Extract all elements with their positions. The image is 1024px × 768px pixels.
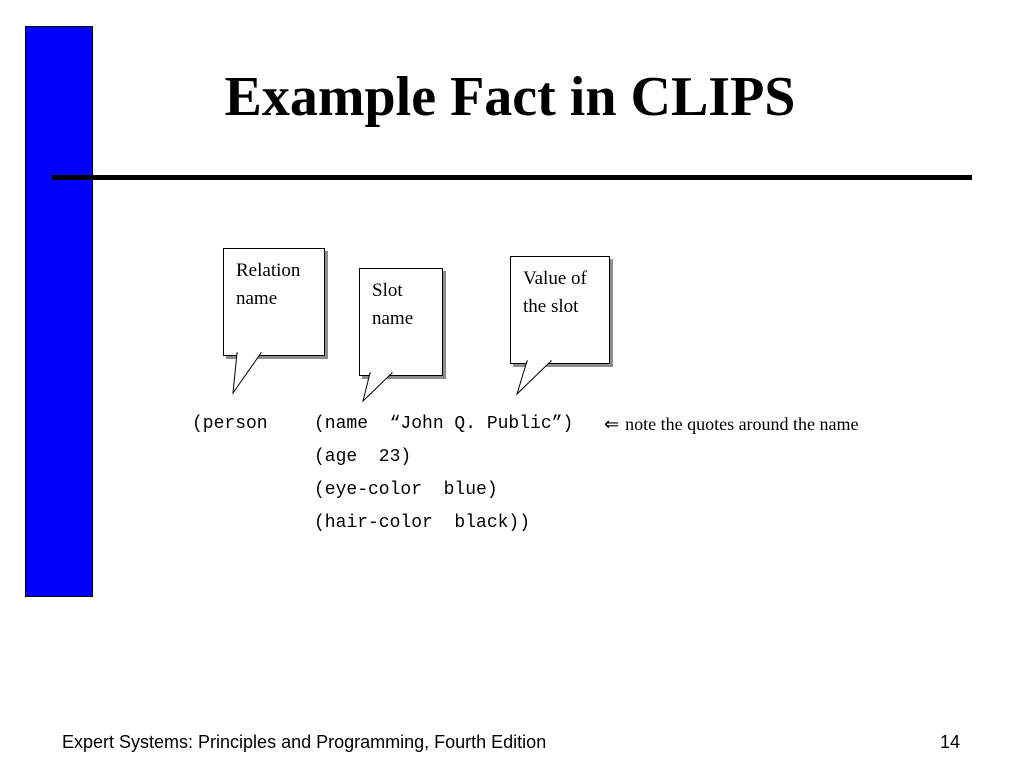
- footer-page-number: 14: [940, 732, 961, 752]
- callout-value-line1: Value of: [523, 268, 587, 289]
- callout-relation-name: Relation name: [223, 248, 325, 356]
- fact-slot-name: (name “John Q. Public”): [314, 414, 574, 434]
- callout-slot-tail: [362, 372, 394, 403]
- slide-title: Example Fact in CLIPS: [224, 66, 796, 128]
- fact-slot-hair-color: (hair-color black)): [314, 513, 531, 533]
- callout-value-tail: [515, 360, 553, 396]
- callout-relation-line2: name: [236, 288, 278, 309]
- left-arrow-icon: ⇐: [604, 414, 620, 434]
- callout-slot-name: Slot name: [359, 268, 443, 376]
- callout-value-line2: the slot: [523, 296, 579, 317]
- footer-book-title: Expert Systems: Principles and Programmi…: [62, 732, 547, 752]
- callout-slot-line2: name: [372, 308, 414, 329]
- quote-note-text: note the quotes around the name: [625, 414, 859, 434]
- fact-slot-eye-color: (eye-color blue): [314, 480, 498, 500]
- callout-value-of-slot: Value of the slot: [510, 256, 610, 364]
- fact-slot-age: (age 23): [314, 447, 412, 467]
- accent-side-bar: [25, 26, 93, 597]
- fact-head: (person: [192, 414, 268, 434]
- quote-note: ⇐note the quotes around the name: [604, 410, 859, 438]
- callout-slot-line1: Slot: [372, 280, 403, 301]
- callout-relation-tail: [232, 352, 262, 395]
- callout-relation-line1: Relation: [236, 260, 301, 281]
- title-divider: [52, 175, 972, 180]
